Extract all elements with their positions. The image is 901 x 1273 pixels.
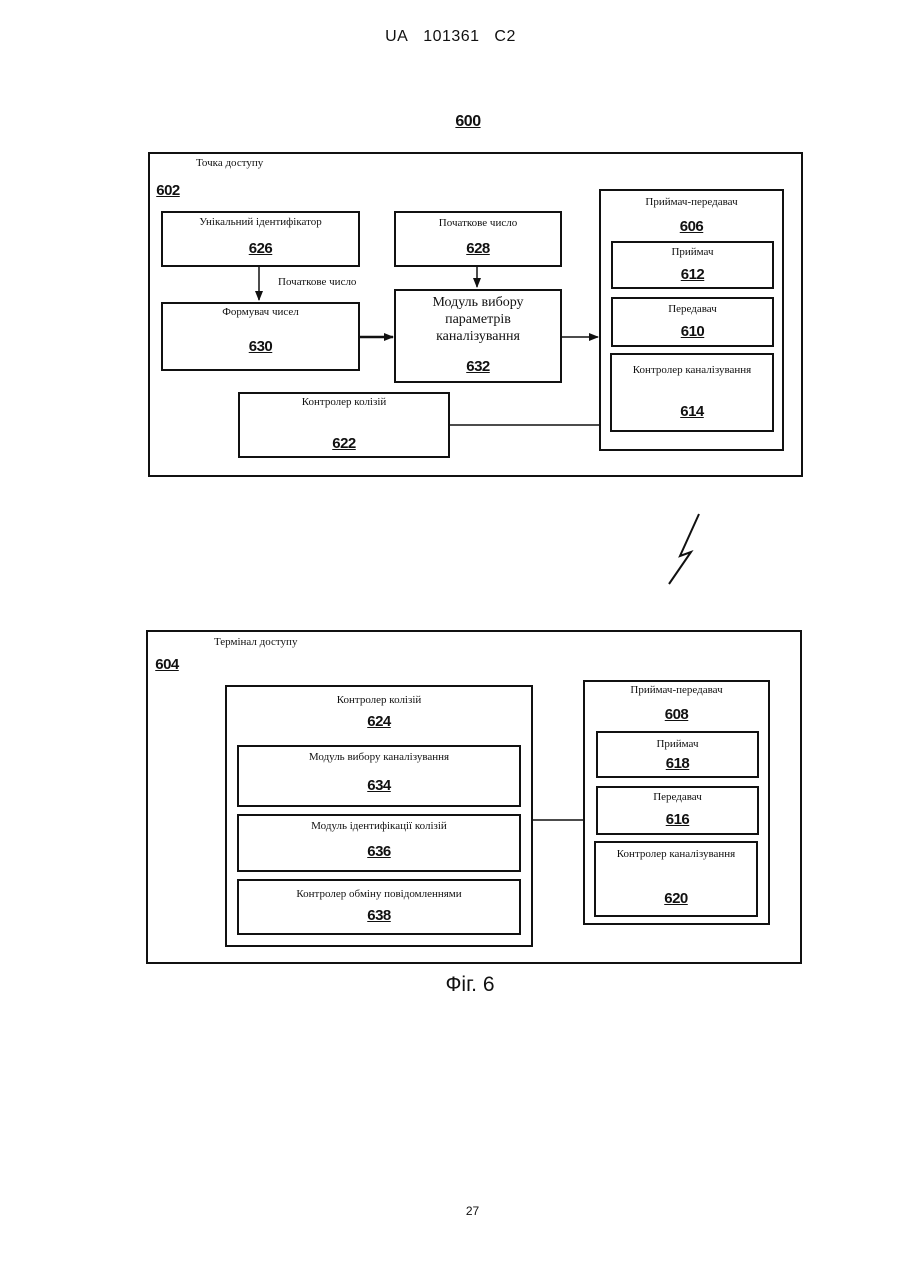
at-transceiver-label: Приймач-передавач <box>583 684 770 697</box>
wireless-link-icon <box>669 514 699 584</box>
ap-transceiver-label: Приймач-передавач <box>599 196 784 209</box>
message-controller-ref: 638 <box>237 907 521 924</box>
channel-param-module-ref: 632 <box>394 358 562 375</box>
ap-transceiver-ref: 606 <box>599 218 784 235</box>
ap-transmitter-ref: 610 <box>611 323 774 340</box>
ap-receiver-ref: 612 <box>611 266 774 283</box>
page-number: 27 <box>0 1204 901 1218</box>
initial-number-ref: 628 <box>394 240 562 257</box>
access-point-title: Точка доступу <box>196 157 263 170</box>
ap-receiver-label: Приймач <box>611 246 774 259</box>
collision-id-module-ref: 636 <box>237 843 521 860</box>
unique-identifier-label: Унікальний ідентифікатор <box>161 216 360 229</box>
ap-channel-controller-label: Контролер каналізування <box>610 364 774 377</box>
ap-channel-controller-ref: 614 <box>610 403 774 420</box>
figure-caption: Фіг. 6 <box>0 973 901 997</box>
unique-identifier-ref: 626 <box>161 240 360 257</box>
access-point-ref: 602 <box>151 182 185 199</box>
number-former-ref: 630 <box>161 338 360 355</box>
at-collision-controller-label: Контролер колізій <box>225 694 533 707</box>
channel-select-module-ref: 634 <box>237 777 521 794</box>
at-receiver-ref: 618 <box>596 755 759 772</box>
channel-param-module-label-3: каналізування <box>394 329 562 345</box>
access-terminal-title: Термінал доступу <box>214 636 297 649</box>
collision-controller-ref: 622 <box>238 435 450 452</box>
ap-transmitter-label: Передавач <box>611 303 774 316</box>
channel-select-module-label: Модуль вибору каналізування <box>237 751 521 764</box>
at-collision-controller-ref: 624 <box>225 713 533 730</box>
number-former-label: Формувач чисел <box>161 306 360 319</box>
collision-id-module-label: Модуль ідентифікації колізій <box>237 820 521 833</box>
at-transmitter-label: Передавач <box>596 791 759 804</box>
arrow-label-initial-number: Початкове число <box>278 276 356 289</box>
at-transmitter-ref: 616 <box>596 811 759 828</box>
at-receiver-label: Приймач <box>596 738 759 751</box>
collision-controller-label: Контролер колізій <box>238 396 450 409</box>
access-terminal-ref: 604 <box>150 656 184 673</box>
at-channel-controller-ref: 620 <box>594 890 758 907</box>
initial-number-label: Початкове число <box>394 217 562 230</box>
message-controller-label: Контролер обміну повідомленнями <box>237 888 521 901</box>
at-channel-controller-label: Контролер каналізування <box>594 848 758 861</box>
channel-param-module-label-1: Модуль вибору <box>394 295 562 311</box>
at-transceiver-ref: 608 <box>583 706 770 723</box>
channel-param-module-label-2: параметрів <box>394 312 562 328</box>
